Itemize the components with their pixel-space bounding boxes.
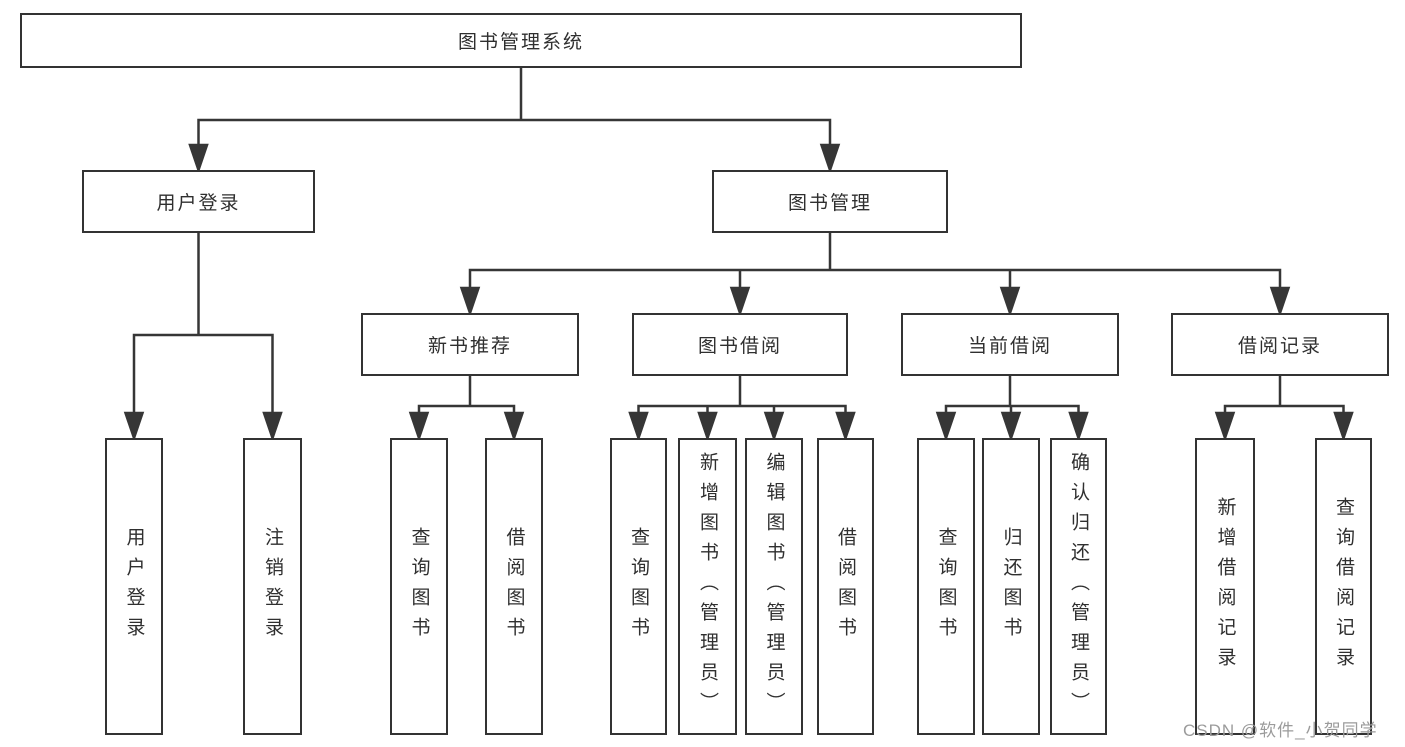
leaf-add-book-admin: 新增图书（管理员）	[678, 438, 737, 735]
leaf-return-book: 归还图书	[982, 438, 1040, 735]
node-label: 查询图书	[408, 526, 430, 647]
connector-book-management	[459, 232, 1291, 317]
node-user-login: 用户登录	[82, 170, 315, 233]
node-label: 借阅图书	[503, 526, 525, 647]
leaf-current-query-books: 查询图书	[917, 438, 975, 735]
node-label: 查询借阅记录	[1333, 496, 1354, 677]
node-current-borrowing: 当前借阅	[901, 313, 1119, 376]
node-label: 新书推荐	[427, 336, 512, 357]
node-label: 图书管理	[787, 193, 872, 214]
connector-book-borrowing	[628, 376, 856, 442]
node-new-book-recommendation: 新书推荐	[361, 313, 579, 376]
node-label: 借阅图书	[835, 526, 856, 647]
node-book-management: 图书管理	[712, 170, 948, 233]
leaf-edit-book-admin: 编辑图书（管理员）	[745, 438, 803, 735]
node-label: 注销登录	[262, 526, 283, 647]
node-borrowing-records: 借阅记录	[1171, 313, 1389, 376]
node-label: 图书管理系统	[457, 32, 584, 53]
node-label: 新增借阅记录	[1214, 496, 1236, 677]
csdn-watermark: CSDN @软件_小贺同学	[1183, 721, 1378, 740]
node-book-borrowing: 图书借阅	[632, 313, 848, 376]
node-label: 图书借阅	[697, 336, 782, 357]
leaf-user-login: 用户登录	[105, 438, 163, 735]
node-label: 编辑图书（管理员）	[763, 451, 785, 722]
connector-root	[188, 68, 841, 174]
node-label: 确认归还（管理员）	[1068, 451, 1089, 722]
node-label: 当前借阅	[967, 336, 1052, 357]
leaf-confirm-return-admin: 确认归还（管理员）	[1050, 438, 1107, 735]
node-label: 借阅记录	[1237, 336, 1322, 357]
connector-new-book-recommendation	[408, 376, 525, 442]
connector-user-login	[123, 233, 283, 442]
node-label: 用户登录	[123, 526, 145, 647]
leaf-borrowing-query-books: 查询图书	[610, 438, 667, 735]
node-label: 查询图书	[935, 526, 957, 647]
leaf-borrow-books: 借阅图书	[817, 438, 874, 735]
node-library-management-system: 图书管理系统	[20, 13, 1022, 68]
node-label: 归还图书	[1000, 526, 1022, 647]
connector-current-borrowing	[935, 376, 1089, 442]
node-label: 新增图书（管理员）	[697, 451, 718, 722]
leaf-recommend-query-books: 查询图书	[390, 438, 448, 735]
node-label: 用户登录	[156, 193, 241, 214]
leaf-logout: 注销登录	[243, 438, 302, 735]
leaf-add-borrow-record: 新增借阅记录	[1195, 438, 1255, 735]
node-label: 查询图书	[628, 526, 649, 647]
connector-borrowing-records	[1214, 376, 1354, 442]
leaf-recommend-borrow-books: 借阅图书	[485, 438, 543, 735]
leaf-query-borrow-record: 查询借阅记录	[1315, 438, 1372, 735]
